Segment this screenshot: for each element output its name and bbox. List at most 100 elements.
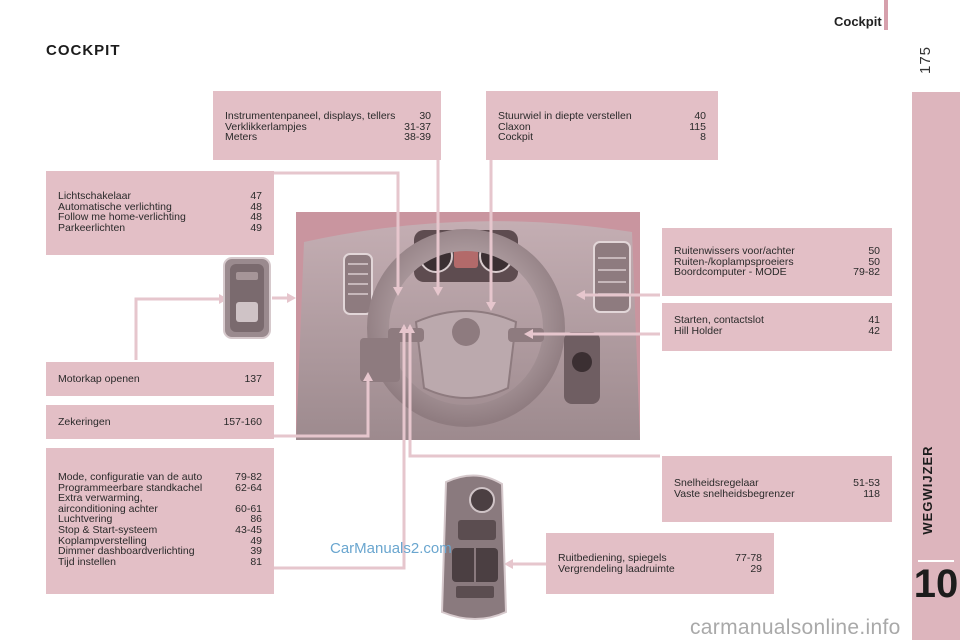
index-entry[interactable]: Follow me home-verlichting 48: [58, 212, 262, 223]
climate-box: Mode, configuratie van de auto 79-82 Prog…: [46, 448, 274, 594]
index-entry[interactable]: Parkeerlichten 49: [58, 223, 262, 234]
entry-label: Ruitenwissers voor/achter: [674, 245, 795, 257]
bonnet-box: Motorkap openen 137: [46, 362, 274, 396]
entry-page: 86: [250, 513, 262, 526]
dashboard-illustration: [296, 212, 640, 440]
index-entry[interactable]: Boordcomputer - MODE 79-82: [674, 267, 880, 278]
entry-page: 47: [250, 190, 262, 202]
entry-label: Lichtschakelaar: [58, 190, 131, 202]
header-accent-bar: [884, 0, 888, 30]
entry-label: Koplampverstelling: [58, 534, 147, 547]
entry-label: Snelheidsregelaar: [674, 477, 759, 489]
entry-label: airconditioning achter: [58, 502, 158, 515]
section-title: COCKPIT: [46, 42, 121, 59]
entry-label: Vergrendeling laadruimte: [558, 562, 675, 575]
entry-label: Verklikkerlampjes: [225, 120, 307, 133]
entry-page: 79-82: [853, 266, 880, 279]
entry-page: 60-61: [235, 502, 262, 515]
entry-page: 48: [250, 211, 262, 224]
entry-page: 8: [700, 131, 706, 144]
entry-label: Zekeringen: [58, 416, 111, 428]
entry-page: 39: [250, 545, 262, 558]
entry-page: 115: [689, 120, 706, 133]
entry-page: 49: [250, 221, 262, 234]
index-entry[interactable]: Starten, contactslot 41: [674, 315, 880, 326]
index-entry[interactable]: Vergrendeling laadruimte 29: [558, 562, 762, 575]
index-entry[interactable]: Motorkap openen 137: [58, 374, 262, 385]
cruise-box: Snelheidsregelaar 51-53 Vaste snelheidsbe…: [662, 456, 892, 522]
entry-label: Boordcomputer - MODE: [674, 266, 787, 279]
entry-label: Tijd instellen: [58, 555, 116, 568]
entry-page: 79-82: [235, 471, 262, 483]
entry-label: Programmeerbare standkachel: [58, 481, 203, 494]
entry-page: 49: [250, 534, 262, 547]
index-entry[interactable]: Vaste snelheidsbegrenzer 118: [674, 487, 880, 500]
entry-page: 50: [868, 245, 880, 257]
entry-label: Vaste snelheidsbegrenzer: [674, 487, 795, 500]
running-header-title: Cockpit: [834, 14, 882, 29]
chapter-tab: [912, 92, 960, 640]
index-entry[interactable]: Ruiten-/koplampsproeiers 50: [674, 255, 880, 268]
window-switch-panel-icon: [440, 474, 508, 620]
entry-page: 81: [250, 555, 262, 568]
entry-page: 42: [868, 324, 880, 337]
entry-label: Ruiten-/koplampsproeiers: [674, 255, 794, 268]
index-entry[interactable]: Lichtschakelaar 47: [58, 191, 262, 202]
watermark-carmanuals[interactable]: CarManuals2.com: [330, 540, 452, 557]
lights-box: Lichtschakelaar 47 Automatische verlichti…: [46, 171, 274, 255]
starting-box: Starten, contactslot 41 Hill Holder 42: [662, 303, 892, 351]
entry-label: Mode, configuratie van de auto: [58, 471, 203, 483]
headlamp-switch-icon: [223, 257, 271, 339]
entry-page: 40: [694, 110, 706, 122]
entry-label: Ruitbediening, spiegels: [558, 552, 667, 564]
entry-label: Parkeerlichten: [58, 221, 126, 234]
entry-label: Extra verwarming,: [58, 492, 143, 505]
entry-label: Follow me home-verlichting: [58, 211, 186, 224]
entry-page: 51-53: [853, 477, 880, 489]
index-entry[interactable]: Ruitenwissers voor/achter 50: [674, 246, 880, 257]
chapter-number: 10: [913, 562, 959, 606]
watermark-footer[interactable]: carmanualsonline.info: [690, 616, 901, 639]
index-entry[interactable]: Tijd instellen 81: [58, 557, 262, 568]
entry-label: Meters: [225, 131, 258, 144]
index-entry[interactable]: Extra verwarming,: [58, 493, 262, 504]
entry-page: 29: [750, 562, 762, 575]
entry-label: Instrumentenpaneel, displays, tellers: [225, 110, 396, 122]
entry-label: Motorkap openen: [58, 373, 140, 385]
dashboard-photo: [296, 212, 640, 440]
index-entry[interactable]: Cockpit 8: [498, 132, 706, 143]
index-entry[interactable]: Snelheidsregelaar 51-53: [674, 478, 880, 489]
entry-label: Automatische verlichting: [58, 200, 172, 213]
chapter-tab-divider: [918, 560, 954, 562]
entry-page: 118: [863, 487, 880, 500]
index-entry[interactable]: Stuurwiel in diepte verstellen 40: [498, 111, 706, 122]
entry-page: 137: [244, 373, 262, 385]
index-entry[interactable]: Hill Holder 42: [674, 324, 880, 337]
entry-page: 50: [868, 255, 880, 268]
index-entry[interactable]: Mode, configuratie van de auto 79-82: [58, 472, 262, 483]
entry-label: Starten, contactslot: [674, 314, 764, 326]
entry-label: Cockpit: [498, 131, 534, 144]
entry-label: Hill Holder: [674, 324, 723, 337]
index-entry[interactable]: airconditioning achter 60-61: [58, 504, 262, 515]
entry-page: 41: [868, 314, 880, 326]
entry-page: 30: [419, 110, 431, 122]
entry-label: Stuurwiel in diepte verstellen: [498, 110, 632, 122]
index-entry[interactable]: Verklikkerlampjes 31-37: [225, 120, 431, 133]
index-entry[interactable]: Koplampverstelling 49: [58, 534, 262, 547]
index-entry[interactable]: Instrumentenpaneel, displays, tellers 30: [225, 111, 431, 122]
entry-page: 31-37: [404, 120, 431, 133]
